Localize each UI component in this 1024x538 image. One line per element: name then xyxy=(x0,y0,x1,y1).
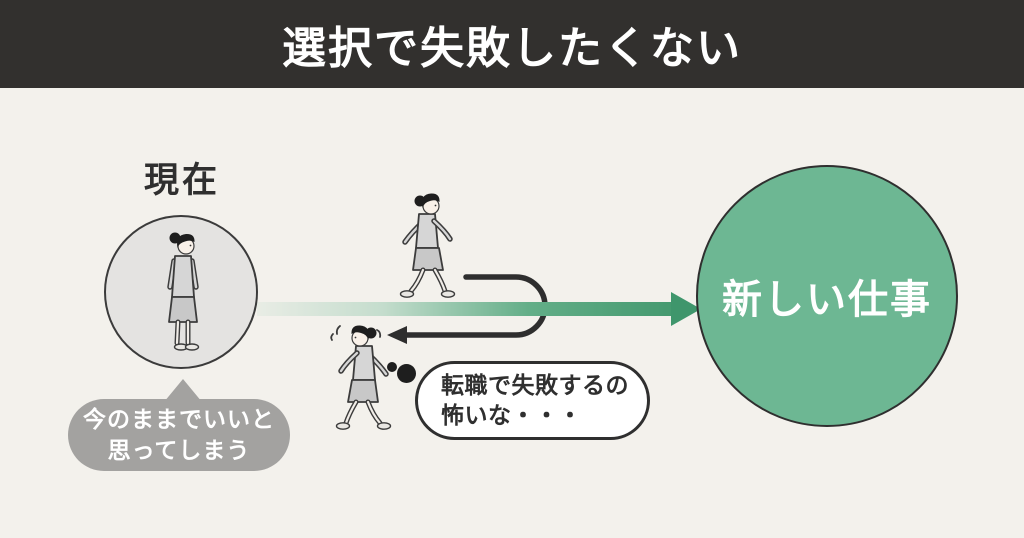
woman-walking-right-icon xyxy=(399,193,456,298)
current-state-circle xyxy=(104,215,258,369)
current-state-label: 現在 xyxy=(144,161,221,200)
current-speech-line-2: 思ってしまう xyxy=(107,437,251,463)
forward-arrow-shaft xyxy=(257,302,675,316)
sweat-drops-icon xyxy=(330,325,382,341)
current-speech-bubble: 今のままでいいと 思ってしまう xyxy=(68,399,290,471)
current-speech-line-1: 今のままでいいと xyxy=(83,405,275,432)
new-job-label: 新しい仕事 xyxy=(722,278,932,322)
fear-thought-line-2: 怖いな・・・ xyxy=(441,401,582,428)
woman-walking-left-anxious-icon xyxy=(330,325,392,430)
thought-dot-big xyxy=(397,364,416,383)
fear-thought-bubble: 転職で失敗するの 怖いな・・・ xyxy=(415,361,650,440)
gray-bubble-pointer xyxy=(164,379,202,402)
fear-thought-line-1: 転職で失敗するの xyxy=(441,371,629,398)
standing-woman-icon xyxy=(167,232,200,351)
header-bar: 選択で失敗したくない xyxy=(0,0,1024,88)
new-job-circle: 新しい仕事 xyxy=(696,165,958,427)
page-title: 選択で失敗したくない xyxy=(282,24,742,73)
thought-dot-small xyxy=(387,362,397,372)
